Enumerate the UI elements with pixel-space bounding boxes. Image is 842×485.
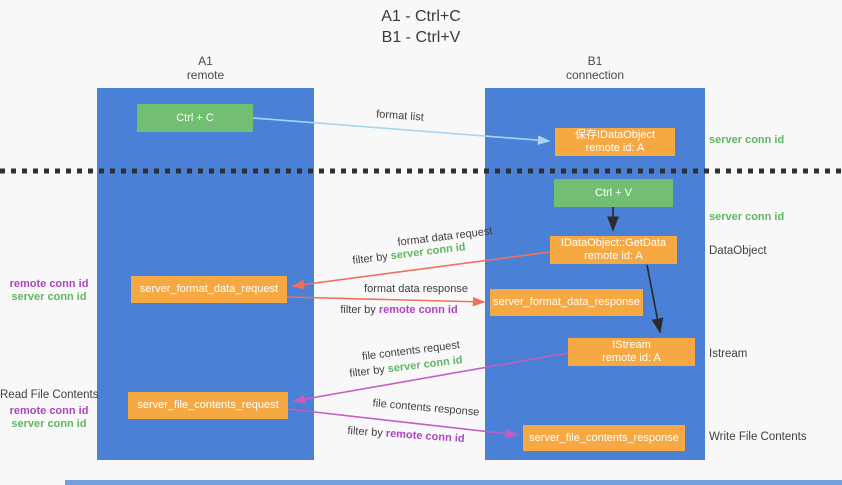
column-a-subtitle: remote [186, 68, 225, 82]
node-istream-line1: IStream [612, 339, 651, 351]
left-labels-format-request: remote conn id server conn id [0, 278, 98, 304]
right-label-server-conn-id-top: server conn id [709, 134, 785, 146]
left-label-file-server-conn-id: server conn id [11, 418, 87, 430]
title-line-1: A1 - Ctrl+C [381, 8, 461, 25]
diagram-title: A1 - Ctrl+C B1 - Ctrl+V [0, 6, 842, 48]
column-a-id: A1 [198, 54, 213, 68]
label-file-contents-response: file contents response [372, 397, 480, 419]
right-label-istream: Istream [709, 348, 748, 360]
label-format-data-response: format data response [364, 283, 468, 295]
filter-prefix: filter by [340, 304, 379, 316]
left-label-file-remote-conn-id: remote conn id [9, 405, 89, 417]
left-label-read-file-contents: Read File Contents [0, 389, 99, 401]
label-file-contents-response-filter: filter by remote conn id [331, 424, 481, 446]
arrow-format-data-response [286, 296, 486, 307]
bottom-window-edge [65, 480, 842, 485]
node-format-response-label: server_format_data_response [493, 296, 640, 308]
title-line-2: B1 - Ctrl+V [381, 29, 461, 46]
node-file-request-label: server_file_contents_request [137, 399, 279, 411]
node-ctrl-v: Ctrl + V [554, 179, 673, 207]
right-label-server-conn-id-mid: server conn id [709, 211, 785, 223]
column-b-subtitle: connection [565, 68, 625, 82]
filter-value-remote-conn-id: remote conn id [385, 427, 465, 446]
node-getdata-line1: IDataObject::GetData [560, 237, 667, 249]
label-format-list: format list [375, 108, 425, 124]
node-getdata-line2: remote id: A [584, 250, 643, 262]
label-format-data-response-filter: filter by remote conn id [324, 304, 474, 316]
node-file-response-label: server_file_contents_response [529, 431, 679, 444]
node-save-idataobject: 保存IDataObject remote id: A [555, 128, 675, 156]
node-ctrl-c-label: Ctrl + C [176, 111, 214, 124]
filter-prefix: filter by [348, 363, 389, 380]
filter-prefix: filter by [351, 250, 392, 267]
node-save-idataobject-line2: remote id: A [585, 142, 645, 154]
node-istream: IStream remote id: A [568, 338, 695, 366]
left-labels-file-request: Read File Contents remote conn id server… [0, 389, 98, 431]
node-istream-line2: remote id: A [602, 352, 661, 364]
column-b-header: B1 connection [485, 54, 705, 82]
node-save-idataobject-line1: 保存IDataObject [574, 129, 656, 141]
right-label-dataobject: DataObject [709, 245, 767, 257]
node-server-file-contents-request: server_file_contents_request [128, 392, 288, 419]
column-a-header: A1 remote [97, 54, 314, 82]
node-server-file-contents-response: server_file_contents_response [523, 425, 685, 451]
filter-value-remote-conn-id: remote conn id [378, 304, 458, 316]
column-b-id: B1 [587, 54, 603, 68]
right-label-write-file-contents: Write File Contents [709, 431, 807, 443]
node-idataobject-getdata: IDataObject::GetData remote id: A [550, 236, 677, 264]
node-format-request-label: server_format_data_request [139, 283, 279, 295]
left-label-format-server-conn-id: server conn id [11, 291, 87, 303]
node-server-format-data-request: server_format_data_request [131, 276, 287, 303]
left-label-format-remote-conn-id: remote conn id [9, 278, 89, 290]
filter-prefix: filter by [347, 424, 387, 440]
node-server-format-data-response: server_format_data_response [490, 289, 643, 316]
node-ctrl-c: Ctrl + C [137, 104, 253, 132]
node-ctrl-v-label: Ctrl + V [595, 186, 632, 199]
